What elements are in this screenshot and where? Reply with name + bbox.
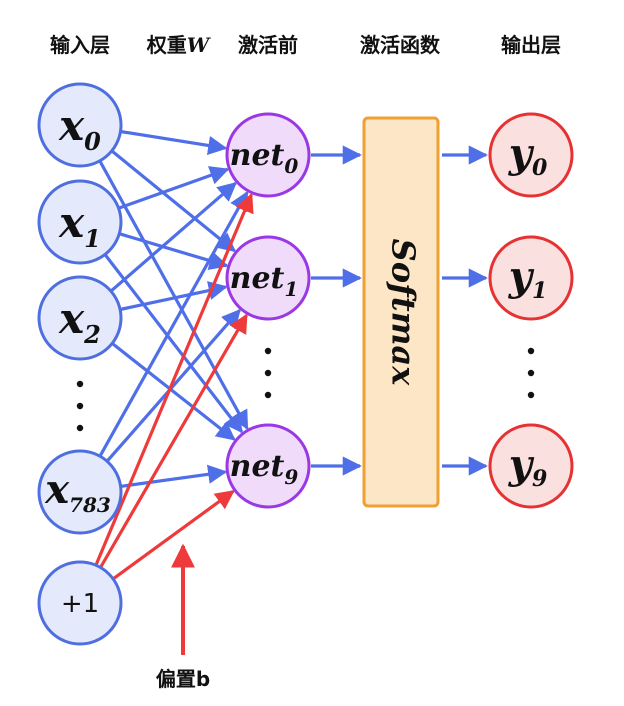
header-output-layer: 输出层 (501, 33, 561, 57)
output-node-y1-sub: 1 (532, 278, 547, 304)
softmax-box: Softmax (362, 116, 440, 508)
weight-connections (98, 129, 249, 488)
bias-node-label: +1 (61, 589, 99, 619)
input-node-x0-sub: 0 (84, 127, 101, 156)
weight-edge-x2-to-net0 (109, 181, 237, 293)
input-node-x2: x2 (37, 275, 123, 361)
input-node-x783: x783 (37, 449, 123, 535)
pre-activation-layer: net0 net1 net9 (225, 112, 311, 509)
weight-edge-x783-to-net9 (120, 464, 228, 488)
svg-text:x0: x0 (58, 101, 101, 156)
hidden-node-net0: net0 (225, 112, 311, 198)
output-node-y1: y1 (488, 235, 574, 321)
output-ellipsis-dots (527, 347, 535, 399)
weight-edge-x1-to-net9 (103, 253, 244, 434)
output-node-y1-base: y (508, 253, 535, 300)
output-node-y0-sub: 0 (532, 155, 548, 181)
header-pre-activation: 激活前 (238, 33, 298, 57)
input-layer: x0 x1 x2 x783 +1 (37, 82, 123, 646)
svg-text:y1: y1 (508, 253, 548, 304)
input-node-x1-sub: 1 (84, 224, 101, 253)
svg-text:x783: x783 (44, 466, 111, 517)
input-node-x2-sub: 2 (83, 320, 101, 349)
hidden-node-net9: net9 (225, 423, 311, 509)
header-weights-prefix: 权重 (146, 33, 187, 57)
input-node-x0-base: x (58, 101, 85, 150)
weight-edge-x0-to-net0 (120, 129, 228, 155)
svg-text:y9: y9 (508, 441, 548, 492)
hidden-ellipsis-dots (264, 347, 272, 399)
weight-edge-x1-to-net0 (118, 166, 230, 210)
weight-edge-x2-to-net9 (111, 342, 236, 441)
weight-edge-x783-to-net0 (98, 190, 249, 457)
svg-text:x1: x1 (58, 198, 101, 253)
input-node-x0: x0 (37, 82, 123, 168)
input-node-x2-base: x (58, 294, 85, 343)
header-weights: 权重W (146, 33, 212, 57)
bias-edge-to-net9 (112, 490, 235, 581)
svg-text:net0: net0 (230, 138, 299, 178)
hidden-node-net0-base: net (230, 138, 285, 173)
bias-node: +1 (37, 560, 123, 646)
input-node-x783-sub: 783 (69, 493, 111, 517)
bias-annotation: 偏置b (156, 543, 210, 691)
weight-edge-x0-to-net1 (110, 149, 237, 253)
header-activation-function: 激活函数 (360, 33, 441, 57)
output-node-y9: y9 (488, 423, 574, 509)
output-node-y9-sub: 9 (532, 466, 547, 492)
hidden-node-net0-sub: 0 (284, 154, 298, 178)
softmax-label: Softmax (385, 239, 423, 387)
bias-annotation-label: 偏置b (156, 667, 210, 691)
hidden-node-net1-sub: 1 (284, 277, 298, 301)
svg-text:y0: y0 (508, 130, 548, 181)
hidden-node-net1: net1 (225, 235, 311, 321)
hidden-node-net9-base: net (230, 449, 285, 484)
svg-text:x2: x2 (58, 294, 101, 349)
bias-edge-to-net0 (94, 192, 254, 566)
bias-connections (94, 192, 254, 581)
hidden-node-net9-sub: 9 (284, 465, 298, 489)
header-weights-var: W (187, 33, 212, 57)
input-node-x783-base: x (44, 466, 70, 513)
weight-edge-x2-to-net1 (119, 281, 228, 312)
input-node-x1: x1 (37, 179, 123, 265)
header-input-layer: 输入层 (50, 33, 110, 57)
hidden-node-net1-base: net (230, 261, 285, 296)
input-node-x1-base: x (58, 198, 85, 247)
svg-text:net9: net9 (230, 449, 299, 489)
output-node-y0: y0 (488, 112, 574, 198)
bias-edge-to-net1 (99, 313, 248, 569)
flow-arrows (311, 145, 488, 476)
output-node-y0-base: y (508, 130, 535, 177)
weight-edge-x783-to-net1 (105, 308, 241, 463)
output-layer: y0 y1 y9 (488, 112, 574, 509)
output-node-y9-base: y (508, 441, 535, 488)
svg-text:net1: net1 (230, 261, 299, 301)
input-ellipsis-dots (76, 380, 84, 432)
